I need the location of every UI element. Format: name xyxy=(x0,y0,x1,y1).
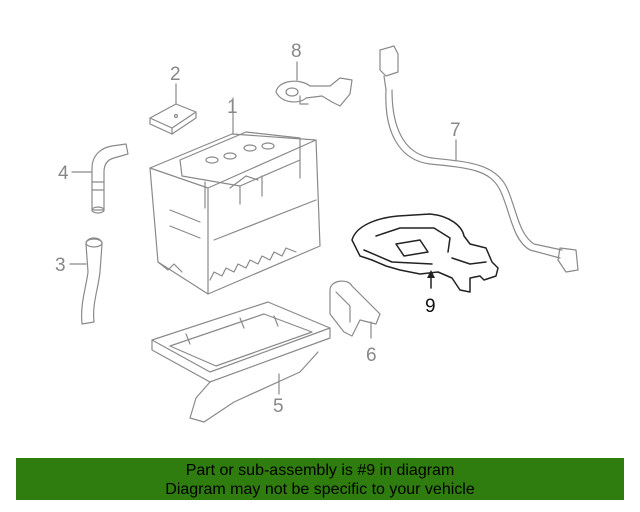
callout-4: 4 xyxy=(58,163,69,184)
leader-arrow-9 xyxy=(427,270,435,278)
terminal-clamp-part xyxy=(275,77,353,107)
banner-line-2: Diagram may not be specific to your vehi… xyxy=(165,481,475,498)
sensor-cable-part xyxy=(379,45,579,273)
battery-tray-part xyxy=(151,301,331,423)
terminal-cover-part xyxy=(149,103,197,135)
callout-9: 9 xyxy=(425,296,436,317)
callout-5: 5 xyxy=(273,396,284,417)
battery-part xyxy=(149,131,321,295)
vent-hose-part xyxy=(81,237,103,325)
callout-8: 8 xyxy=(291,41,302,62)
highlighted-module-part-9 xyxy=(351,213,499,293)
callout-7: 7 xyxy=(450,120,461,141)
hold-down-bracket-part xyxy=(329,280,381,337)
banner-line-1: Part or sub-assembly is #9 in diagram xyxy=(185,462,455,479)
elbow-hose-part xyxy=(91,143,129,214)
callout-1: 1 xyxy=(227,97,238,118)
callout-3: 3 xyxy=(55,255,66,276)
info-banner: Part or sub-assembly is #9 in diagram Di… xyxy=(16,458,624,500)
callout-6: 6 xyxy=(366,345,377,366)
parts-diagram: 1 2 3 4 5 6 xyxy=(55,41,579,423)
callout-2: 2 xyxy=(170,64,181,85)
